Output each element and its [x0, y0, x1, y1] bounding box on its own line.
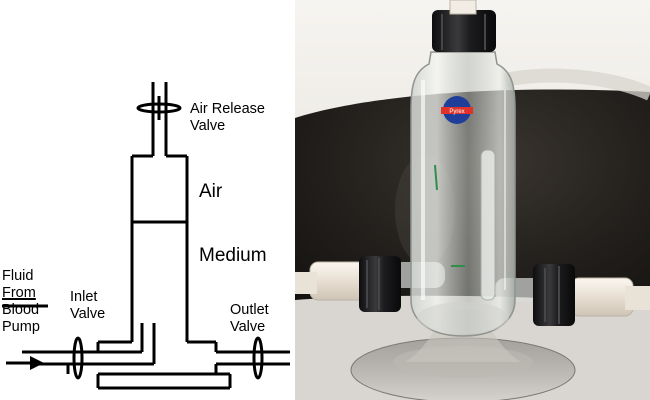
outlet-valve-line: Outlet — [230, 302, 269, 319]
medium-label: Medium — [199, 245, 267, 267]
reservoir-schematic: Air Release Valve Air Medium Fluid From … — [0, 0, 295, 400]
air-release-valve-label: Air Release Valve — [190, 101, 265, 135]
pyrex-logo-text: Pyrex — [449, 109, 464, 115]
fluid-source-line: Blood — [2, 302, 40, 319]
reservoir-photo-illustration: Pyrex — [295, 0, 650, 400]
inlet-valve-label: Inlet Valve — [70, 289, 105, 323]
fluid-arrow-icon — [6, 356, 44, 370]
air-release-valve-symbol — [138, 96, 180, 120]
inlet-valve-line: Inlet — [70, 289, 105, 306]
outlet-valve-label: Outlet Valve — [230, 302, 269, 336]
fluid-source-line: Fluid — [2, 268, 40, 285]
air-release-label-line: Valve — [190, 118, 265, 135]
outlet-valve-line: Valve — [230, 319, 269, 336]
air-label: Air — [199, 181, 222, 203]
air-release-label-line: Air Release — [190, 101, 265, 118]
schematic-lines — [0, 0, 295, 400]
reservoir-photo: Pyrex — [295, 0, 650, 400]
inlet-valve-symbol — [74, 338, 82, 378]
fluid-source-line: From — [2, 285, 40, 302]
outlet-valve-symbol — [254, 338, 262, 378]
fluid-source-label: Fluid From Blood Pump — [2, 268, 40, 336]
inlet-valve-line: Valve — [70, 306, 105, 323]
fluid-source-line: Pump — [2, 319, 40, 336]
